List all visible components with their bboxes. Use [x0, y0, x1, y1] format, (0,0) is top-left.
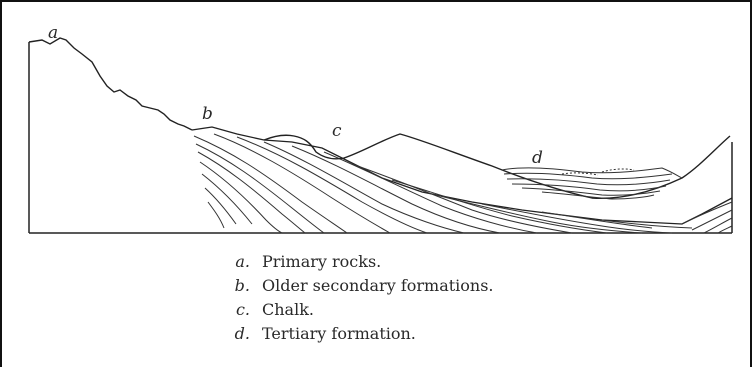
legend-text: Older secondary formations. — [262, 274, 494, 298]
legend-text: Primary rocks. — [262, 250, 381, 274]
older-secondary-strata — [194, 134, 732, 233]
legend-key: a. — [226, 250, 262, 274]
tertiary-formation — [502, 168, 682, 199]
older-secondary-outline — [192, 127, 732, 224]
legend-item: a. Primary rocks. — [226, 250, 494, 274]
section-border — [29, 37, 732, 234]
legend-text: Tertiary formation. — [262, 322, 416, 346]
legend-item: d. Tertiary formation. — [226, 322, 494, 346]
primary-rocks-profile — [29, 38, 192, 130]
marker-a: a — [48, 23, 58, 43]
marker-d: d — [532, 148, 543, 168]
legend-key: d. — [226, 322, 262, 346]
chalk-profile — [264, 134, 730, 198]
marker-b: b — [202, 104, 213, 124]
legend: a. Primary rocks. b. Older secondary for… — [226, 250, 494, 346]
legend-key: b. — [226, 274, 262, 298]
legend-item: c. Chalk. — [226, 298, 494, 322]
legend-item: b. Older secondary formations. — [226, 274, 494, 298]
legend-key: c. — [226, 298, 262, 322]
legend-text: Chalk. — [262, 298, 314, 322]
marker-c: c — [332, 121, 342, 141]
